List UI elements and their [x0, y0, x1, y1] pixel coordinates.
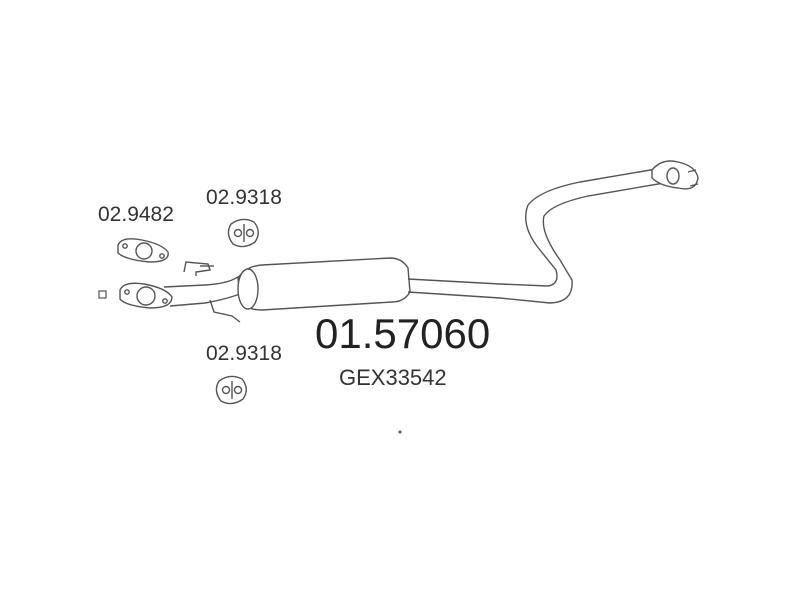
- front-flange-icon: [119, 282, 173, 309]
- hanger-bottom-code-label: 02.9318: [206, 342, 282, 365]
- rear-flange-icon: [651, 160, 699, 190]
- middle-silencer-assembly: [119, 160, 699, 323]
- flange-gasket-icon[interactable]: [117, 238, 169, 263]
- rubber-hanger-bottom-icon[interactable]: [215, 375, 247, 405]
- marker-dot: [398, 430, 402, 434]
- part-number: 01.57060: [315, 310, 491, 357]
- marker-square: [98, 290, 107, 299]
- hanger-top-code-label: 02.9318: [206, 186, 282, 209]
- reference-number: GEX33542: [339, 365, 447, 390]
- silencer-body: [237, 257, 411, 311]
- gasket-code-label: 02.9482: [98, 203, 174, 226]
- rubber-hanger-top-icon[interactable]: [227, 218, 259, 248]
